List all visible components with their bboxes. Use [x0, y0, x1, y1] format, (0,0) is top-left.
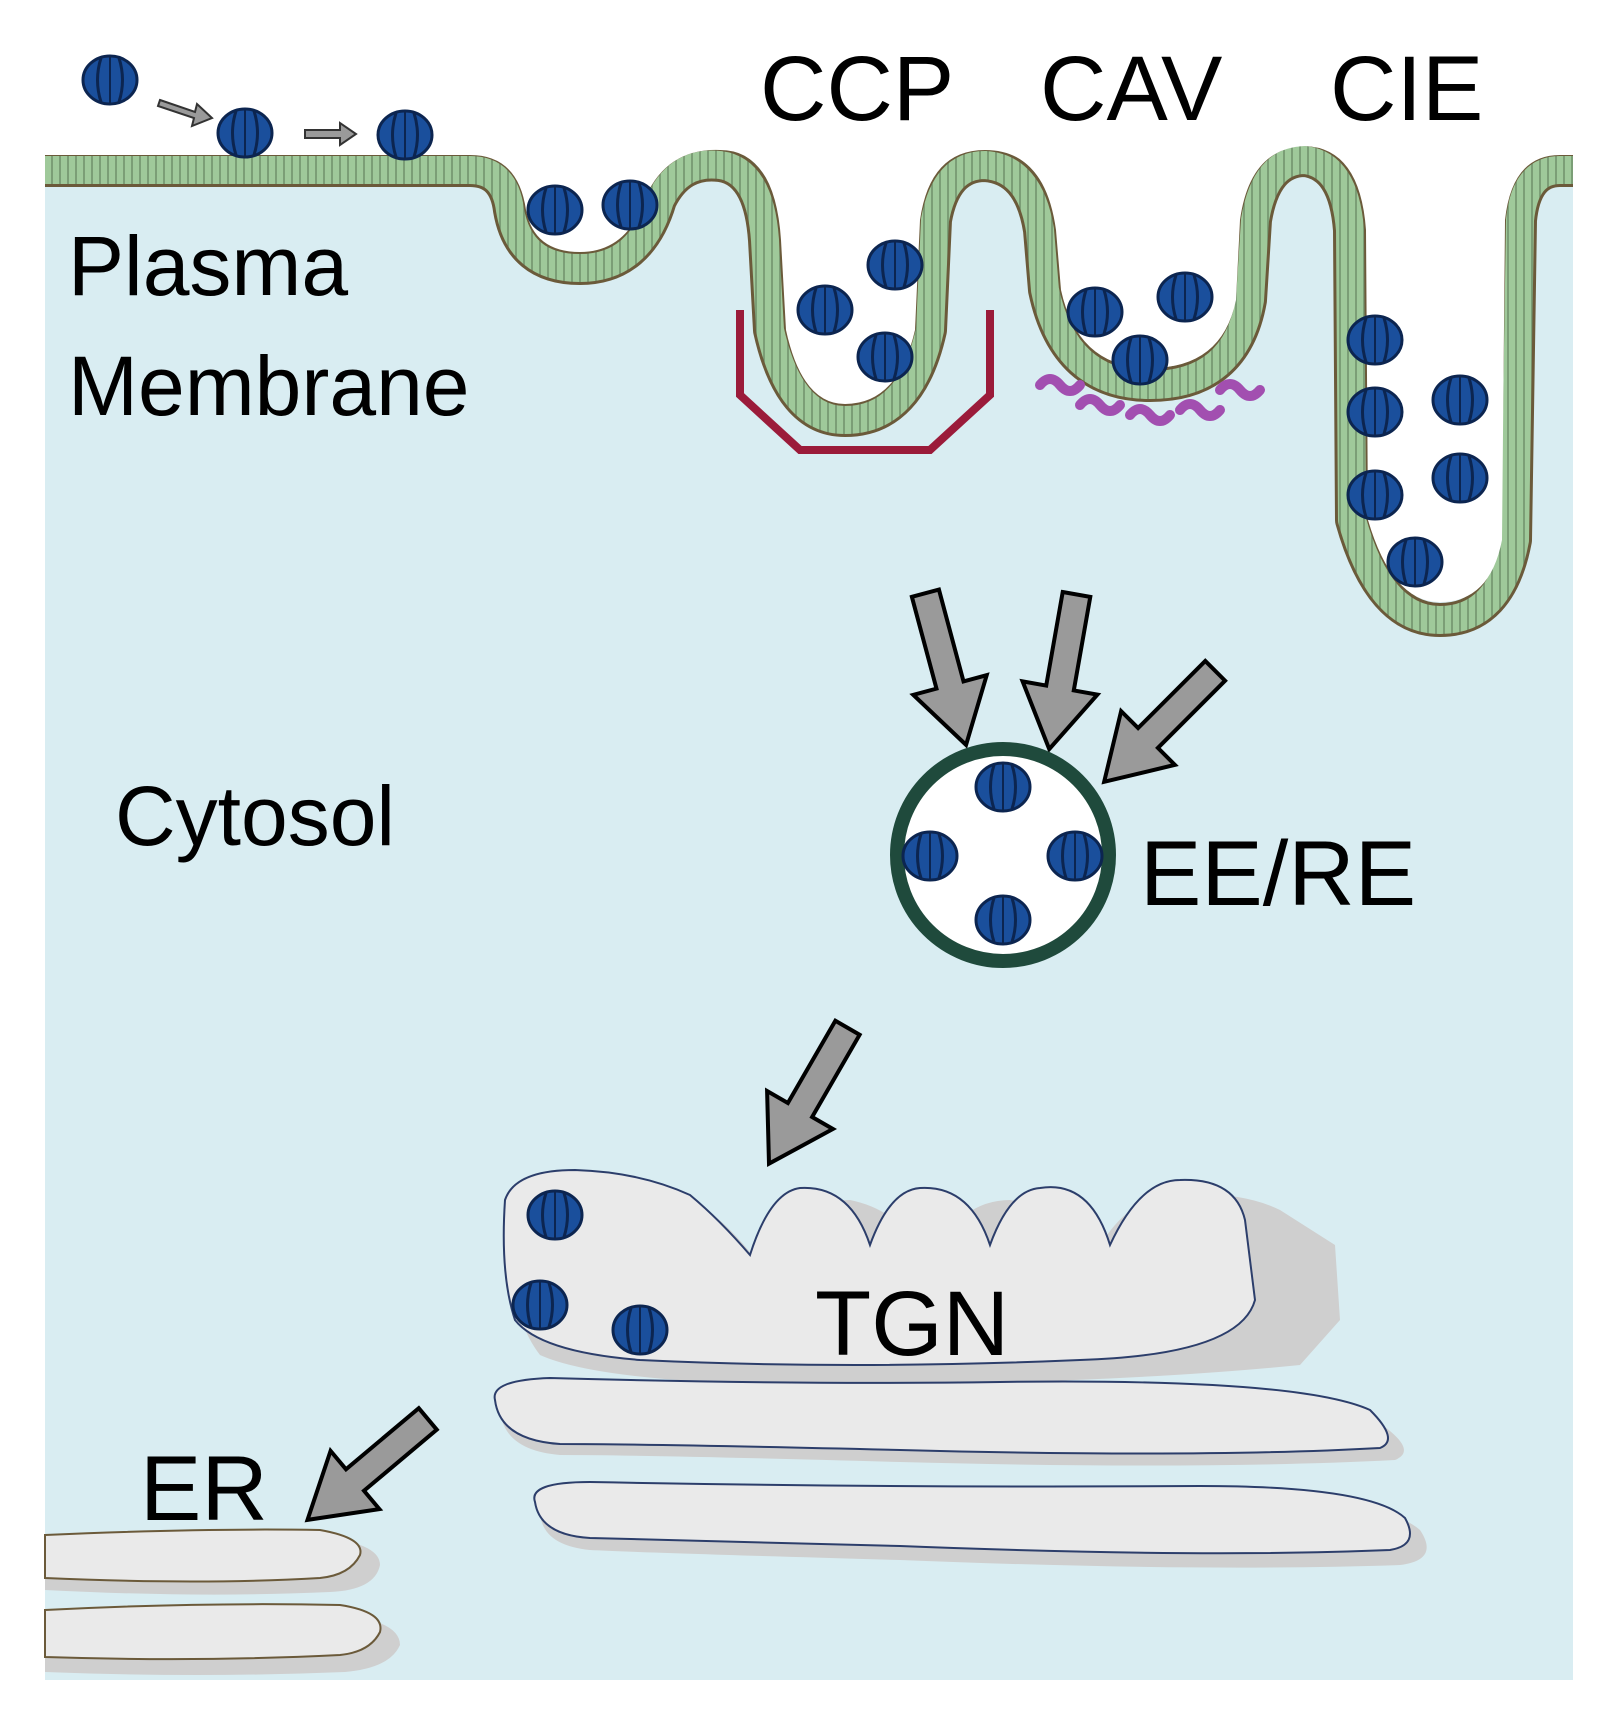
trans-golgi-network	[493, 1168, 1427, 1568]
label-membrane: Membrane	[68, 339, 470, 433]
clathrin-coat-icon	[736, 310, 994, 454]
label-cytosol: Cytosol	[115, 769, 395, 863]
lateral-diffusion-arrows	[156, 98, 358, 147]
label-ee-re: EE/RE	[1140, 823, 1416, 925]
endosome	[890, 742, 1116, 968]
label-ccp: CCP	[760, 38, 954, 140]
label-plasma: Plasma	[68, 219, 348, 313]
label-cav: CAV	[1040, 38, 1222, 140]
label-tgn: TGN	[815, 1273, 1009, 1375]
caveolin-coat-icon	[1035, 374, 1265, 426]
label-er: ER	[140, 1438, 268, 1540]
endoplasmic-reticulum	[44, 1528, 400, 1675]
label-cie: CIE	[1330, 38, 1483, 140]
